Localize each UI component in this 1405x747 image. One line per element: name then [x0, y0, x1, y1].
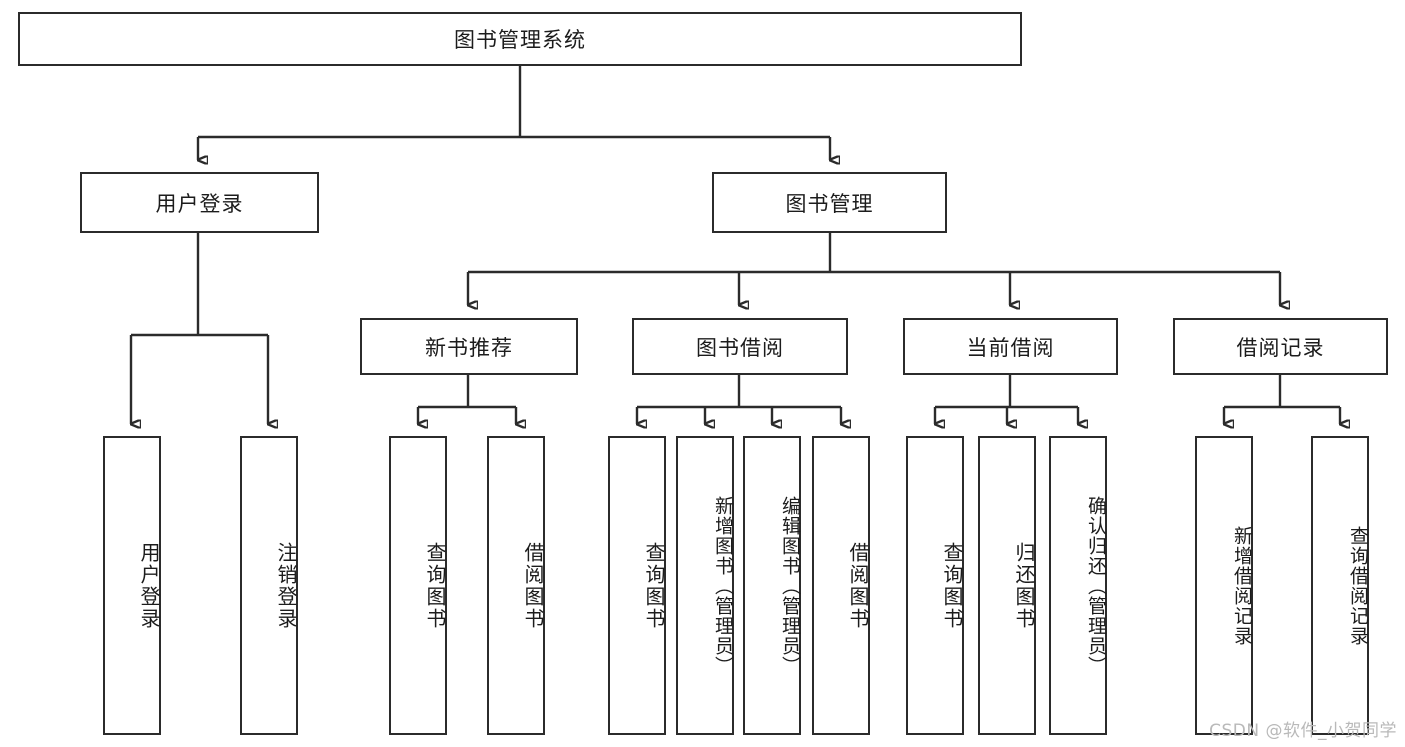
leaf-user-login-logout[interactable]: 注销登录 [240, 436, 298, 735]
node-book-management[interactable]: 图书管理 [712, 172, 947, 233]
node-current-borrow[interactable]: 当前借阅 [903, 318, 1118, 375]
leaf-current-borrow-confirm-admin[interactable]: 确认归还（管理员） [1049, 436, 1107, 735]
node-new-book-recommend[interactable]: 新书推荐 [360, 318, 578, 375]
leaf-book-borrow-query[interactable]: 查询图书 [608, 436, 666, 735]
watermark-text: CSDN @软件_小贺同学 [1209, 721, 1397, 741]
node-root-system[interactable]: 图书管理系统 [18, 12, 1022, 66]
node-borrow-record[interactable]: 借阅记录 [1173, 318, 1388, 375]
leaf-new-book-query[interactable]: 查询图书 [389, 436, 447, 735]
leaf-book-borrow-edit-admin[interactable]: 编辑图书（管理员） [743, 436, 801, 735]
leaf-borrow-record-query[interactable]: 查询借阅记录 [1311, 436, 1369, 735]
leaf-borrow-record-add[interactable]: 新增借阅记录 [1195, 436, 1253, 735]
leaf-user-login-login[interactable]: 用户登录 [103, 436, 161, 735]
leaf-new-book-borrow[interactable]: 借阅图书 [487, 436, 545, 735]
node-user-login[interactable]: 用户登录 [80, 172, 319, 233]
leaf-book-borrow-borrow[interactable]: 借阅图书 [812, 436, 870, 735]
leaf-current-borrow-return[interactable]: 归还图书 [978, 436, 1036, 735]
leaf-current-borrow-query[interactable]: 查询图书 [906, 436, 964, 735]
node-book-borrow[interactable]: 图书借阅 [632, 318, 848, 375]
leaf-book-borrow-add-admin[interactable]: 新增图书（管理员） [676, 436, 734, 735]
